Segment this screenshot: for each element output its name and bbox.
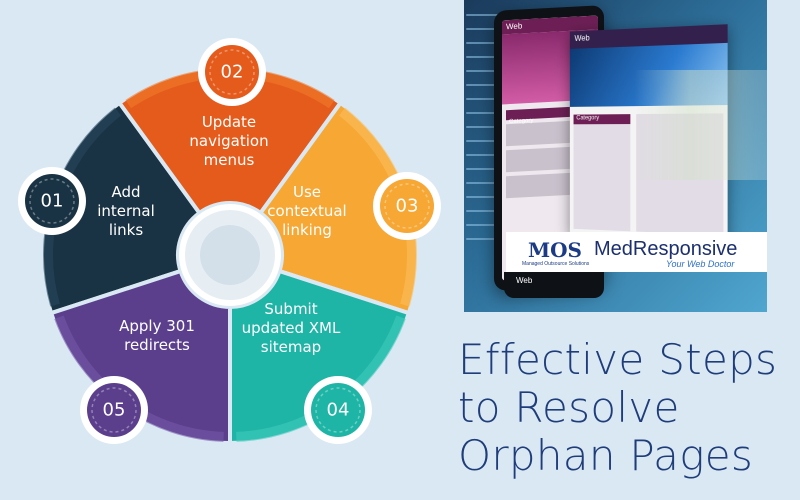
step-badge-dash-03 (384, 183, 430, 229)
brand-logo-subtitle: Managed Outsource Solutions (522, 261, 590, 267)
step-badge-02 (205, 45, 259, 99)
step-segment-04 (228, 268, 412, 446)
step-badge-dash-02 (209, 49, 255, 95)
brand-name: MedResponsive (594, 238, 738, 260)
step-number-05: 05 (103, 400, 126, 421)
brand-logo: MOS (528, 238, 583, 262)
step-badge-dash-04 (315, 387, 361, 433)
page-heading: Effective Steps to Resolve Orphan Pages (458, 336, 798, 480)
heading-line-3: Orphan Pages (458, 431, 754, 480)
brand-tagline: Your Web Doctor (666, 259, 735, 269)
step-badge-05 (87, 383, 141, 437)
light-streak (634, 70, 767, 180)
step-number-04: 04 (327, 400, 350, 421)
medresponsive-promo-image: Web Category Web Category MOS Managed Ou… (464, 0, 767, 312)
heading-line-1: Effective Steps (458, 335, 778, 384)
heading-line-2: to Resolve (458, 383, 680, 432)
step-segment-05 (48, 268, 232, 446)
step-badge-dash-05 (91, 387, 137, 433)
step-badge-03 (380, 179, 434, 233)
tablet-bottom: Web (504, 272, 604, 298)
step-number-03: 03 (396, 196, 419, 217)
step-badge-dash-01 (29, 178, 75, 224)
webpage-category: Category (573, 114, 631, 125)
wheel-hub-inner (200, 225, 260, 285)
step-badge-04 (311, 383, 365, 437)
step-number-01: 01 (41, 191, 64, 212)
step-number-02: 02 (221, 62, 244, 83)
brand-bar: MOS Managed Outsource Solutions MedRespo… (506, 232, 767, 272)
step-badge-01 (25, 174, 79, 228)
